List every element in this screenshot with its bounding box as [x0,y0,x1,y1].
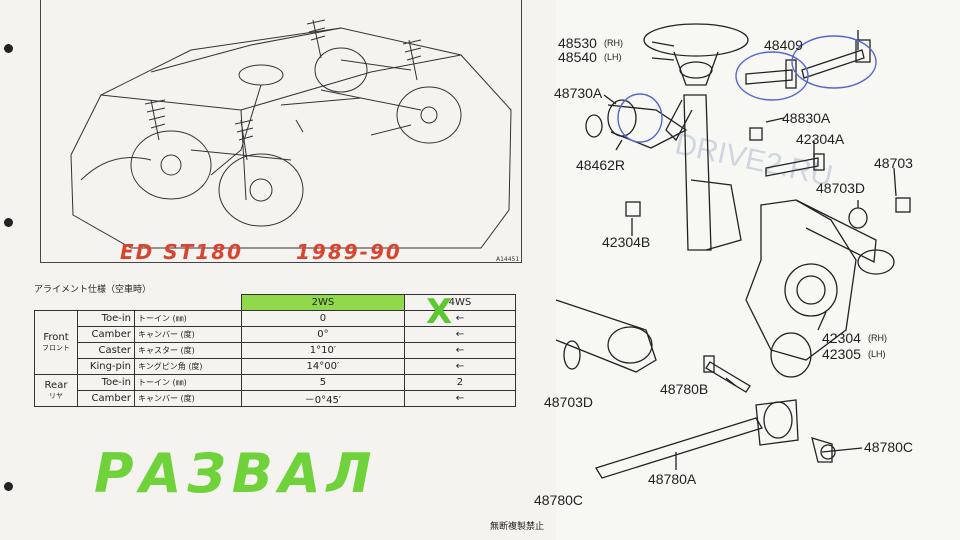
binder-hole [4,44,13,53]
part-42304: 42304 [822,330,861,346]
param-jp: キャスター (度) [134,342,242,359]
part-48530: 48530 [558,35,597,51]
table-header-row: 2WS 4WS [34,294,517,311]
param-jp: キャンバー (度) [134,390,242,407]
car-suspension-drawing [70,19,512,249]
param-name: Toe-in [77,374,135,391]
blue-pen-circles [617,35,877,143]
part-48540: 48540 [558,49,597,65]
part-42304B: 42304B [602,234,650,250]
copyright-note: 無断複製禁止 [490,522,545,532]
part-42305-side: (LH) [868,349,886,359]
part-48780A: 48780A [648,471,697,487]
part-42305: 42305 [822,346,861,362]
param-jp: トーイン (㎜) [134,310,242,327]
value-4ws: ← [403,390,517,407]
value-2ws: －0°45′ [241,390,405,407]
part-48409: 48409 [764,37,803,53]
value-2ws: 1°10′ [241,342,405,359]
part-48780C-left: 48780C [534,492,583,508]
part-48703D-top: 48703D [816,180,865,196]
part-48830A: 48830A [782,110,831,126]
table-row: Camber キャンバー (度) 0° ← [35,326,517,343]
table-row: Camber キャンバー (度) －0°45′ ← [35,390,517,407]
rear-suspension-parts-diagram: DRIVE2.RU [534,23,913,508]
group-front: Front フロント [34,310,78,375]
column-4ws: 4WS [403,294,517,311]
part-48703D-bottom: 48703D [544,394,593,410]
binder-hole [4,218,13,227]
param-name: King-pin [77,358,135,375]
part-48462R: 48462R [576,157,625,173]
value-4ws: ← [403,358,517,375]
column-2ws: 2WS [241,294,405,311]
value-2ws: 5 [241,374,405,391]
value-4ws: 2 [403,374,517,391]
table-row: Caster キャスター (度) 1°10′ ← [35,342,517,359]
binder-hole [4,482,13,491]
part-48780C-right: 48780C [864,439,913,455]
part-48540-side: (LH) [604,52,622,62]
value-2ws: 14°00′ [241,358,405,375]
value-2ws: 0° [241,326,405,343]
part-42304A: 42304A [796,131,845,147]
part-48703: 48703 [874,155,913,171]
value-2ws: 0 [241,310,405,327]
parts-linework [555,23,911,479]
param-name: Camber [77,390,135,407]
alignment-spec-sheet: A14451 ED ST180 1989-90 アライメント仕様（空車時） 2W… [0,0,558,540]
part-42304-side: (RH) [868,333,887,343]
param-jp: トーイン (㎜) [134,374,242,391]
table-row: Rear リヤ Toe-in トーイン (㎜) 5 2 [34,374,517,407]
figure-code: A14451 [496,256,520,263]
part-48530-side: (RH) [604,38,623,48]
table-caption: アライメント仕様（空車時） [34,285,152,295]
group-rear: Rear リヤ [34,374,78,407]
alignment-table: 2WS 4WS Front フロント Toe-in トーイン (㎜) 0 ← C… [34,294,517,407]
param-name: Camber [77,326,135,343]
param-name: Caster [77,342,135,359]
param-name: Toe-in [77,310,135,327]
handwritten-model: ED ST180 [120,240,244,264]
handwritten-caption: РАЗВАЛ [94,442,378,505]
suspension-illustration [40,0,522,263]
parts-diagram-sheet: DRIVE2.RU [534,0,960,540]
param-jp: キングピン角 (度) [134,358,242,375]
handwritten-years: 1989-90 [296,240,402,264]
value-4ws: ← [403,326,517,343]
table-row: King-pin キングピン角 (度) 14°00′ ← [35,358,517,375]
value-4ws: ← [403,310,517,327]
param-jp: キャンバー (度) [134,326,242,343]
value-4ws: ← [403,342,517,359]
handwritten-x-mark: X [426,292,453,332]
part-48780B: 48780B [660,381,708,397]
part-48730A: 48730A [554,85,603,101]
